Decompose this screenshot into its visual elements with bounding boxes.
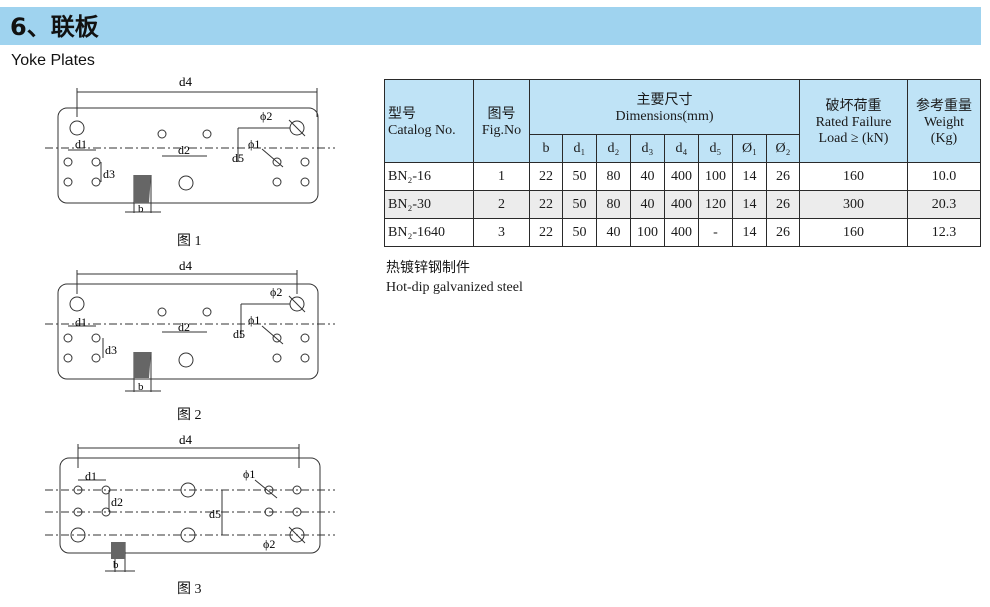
cell-value: 400 [664, 190, 699, 219]
table-header-row: 型号 Catalog No. 图号 Fig.No 主要尺寸 Dimensions… [384, 79, 981, 163]
dim-d5-label: d5 [209, 507, 221, 521]
cell-fig: 3 [473, 218, 530, 247]
dim-d5-label: d5 [233, 327, 245, 341]
cell-value: 80 [596, 162, 631, 191]
cell-value: 400 [664, 218, 699, 247]
figure-3-drawing: d4 d1 d2 d5 ϕ1 ϕ2 b [45, 434, 335, 572]
table-row: BN₂-1640 3 22 50 40 100 400 - 14 26 160 … [384, 218, 981, 247]
cell-value: 50 [562, 190, 597, 219]
cell-value: 100 [698, 162, 733, 191]
cell-weight: 20.3 [907, 190, 981, 219]
col-b: b [529, 134, 563, 163]
cell-value: 120 [698, 190, 733, 219]
cell-load: 160 [799, 162, 908, 191]
figure-2-drawing: d4 d1 d2 d3 d5 ϕ1 ϕ2 b [45, 260, 335, 393]
dim-b-label: b [113, 559, 119, 571]
page-subtitle: Yoke Plates [11, 52, 95, 69]
table-subheader-row: b d₁ d₂ d₃ d₄ d₅ Ø₁ Ø₂ [385, 134, 981, 163]
dim-d1-label: d1 [75, 137, 87, 151]
col-d5: d₅ [698, 134, 733, 163]
dim-d1-label: d1 [75, 315, 87, 329]
col-phi1: Ø₁ [732, 134, 767, 163]
cell-value: 100 [630, 218, 665, 247]
cell-value: 26 [766, 218, 800, 247]
cell-value: 40 [630, 190, 665, 219]
cell-type: BN₂-30 [384, 190, 474, 219]
cell-load: 160 [799, 218, 908, 247]
dim-d2-label: d2 [178, 320, 190, 334]
figure-1-caption: 图 1 [177, 234, 202, 249]
col-d1: d₁ [562, 134, 597, 163]
material-note-en: Hot-dip galvanized steel [386, 280, 523, 295]
cell-value: 22 [529, 190, 563, 219]
col-d2: d₂ [596, 134, 631, 163]
cell-value: 22 [529, 218, 563, 247]
dim-phi2-label: ϕ2 [260, 109, 272, 123]
figure-1-drawing: d4 d1 d2 d3 d5 ϕ1 ϕ2 b [45, 74, 335, 215]
cell-value: 40 [630, 162, 665, 191]
header-bar: 6、联板 [0, 7, 981, 45]
dim-phi2-label: ϕ2 [263, 537, 275, 551]
header-fig: 图号 Fig.No [473, 79, 530, 163]
cell-value: 40 [596, 218, 631, 247]
cell-value: 80 [596, 190, 631, 219]
dim-d3-label: d3 [103, 167, 115, 181]
dim-phi1-label: ϕ1 [248, 137, 260, 151]
spec-table: 型号 Catalog No. 图号 Fig.No 主要尺寸 Dimensions… [384, 79, 981, 247]
dim-d1-label: d1 [85, 469, 97, 483]
cell-value: 400 [664, 162, 699, 191]
cell-value: 50 [562, 162, 597, 191]
cell-type: BN₂-16 [384, 162, 474, 191]
cell-load: 300 [799, 190, 908, 219]
dim-d2-label: d2 [178, 143, 190, 157]
dim-phi1-label: ϕ1 [243, 467, 255, 481]
dim-phi2-label: ϕ2 [270, 285, 282, 299]
dim-b-label: b [138, 203, 144, 215]
col-phi2: Ø₂ [766, 134, 800, 163]
cell-weight: 10.0 [907, 162, 981, 191]
cell-value: 26 [766, 190, 800, 219]
dim-d4-label: d4 [179, 260, 193, 273]
dim-d2-label: d2 [111, 495, 123, 509]
cell-value: 26 [766, 162, 800, 191]
table-row: BN₂-30 2 22 50 80 40 400 120 14 26 300 2… [384, 190, 981, 219]
col-d3: d₃ [630, 134, 665, 163]
cell-value: 50 [562, 218, 597, 247]
cell-weight: 12.3 [907, 218, 981, 247]
cell-value: 22 [529, 162, 563, 191]
header-weight: 参考重量 Weight (Kg) [907, 79, 981, 163]
figure-2-caption: 图 2 [177, 408, 202, 423]
col-d4: d₄ [664, 134, 699, 163]
cell-value: - [698, 218, 733, 247]
table-row: BN₂-16 1 22 50 80 40 400 100 14 26 160 1… [384, 162, 981, 191]
dim-d4-label: d4 [179, 74, 193, 89]
material-note-cn: 热镀锌钢制件 [386, 261, 470, 276]
cell-value: 14 [732, 190, 767, 219]
figure-3-caption: 图 3 [177, 582, 202, 597]
page-title: 6、联板 [10, 13, 99, 41]
header-load: 破坏荷重 Rated Failure Load ≥ (kN) [799, 79, 908, 163]
dim-d5-label: d5 [232, 151, 244, 165]
dim-phi1-label: ϕ1 [248, 313, 260, 327]
cell-fig: 1 [473, 162, 530, 191]
cell-fig: 2 [473, 190, 530, 219]
dim-d3-label: d3 [105, 343, 117, 357]
dim-d4-label: d4 [179, 434, 193, 447]
cell-value: 14 [732, 218, 767, 247]
dim-b-label: b [138, 381, 144, 393]
header-catalog: 型号 Catalog No. [384, 79, 474, 163]
cell-value: 14 [732, 162, 767, 191]
cell-type: BN₂-1640 [384, 218, 474, 247]
header-dimensions: 主要尺寸 Dimensions(mm) [529, 79, 800, 135]
